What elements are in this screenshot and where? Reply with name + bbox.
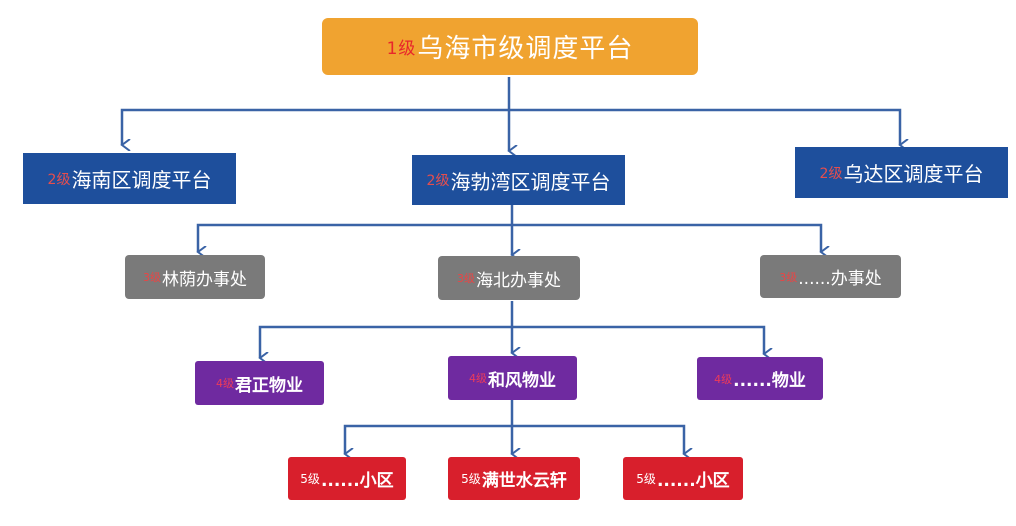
node-label: ......办事处 — [798, 269, 882, 289]
node-label: 满世水云轩 — [481, 471, 567, 491]
node-label: 海勃湾区调度平台 — [450, 169, 611, 194]
node-hainan-district-platform: 2级 海南区调度平台 — [23, 153, 236, 204]
node-label: 乌达区调度平台 — [843, 162, 984, 186]
connector-l3-branch — [260, 325, 764, 358]
node-label: 乌海市级调度平台 — [417, 34, 634, 64]
node-label: 海北办事处 — [476, 270, 561, 291]
level-badge: 3级 — [457, 272, 475, 285]
connector-l2-branch — [198, 223, 821, 252]
level-badge: 5级 — [461, 472, 481, 486]
node-haibei-office: 3级 海北办事处 — [438, 256, 580, 300]
node-linyin-office: 3级 林荫办事处 — [125, 255, 265, 299]
node-hefeng-property: 4级 和风物业 — [448, 356, 577, 400]
node-manshi-shuiyunxuan: 5级 满世水云轩 — [448, 457, 580, 500]
node-label: 君正物业 — [235, 375, 303, 396]
level-badge: 2级 — [426, 173, 450, 189]
level-badge: 5级 — [300, 472, 320, 486]
node-label: ......物业 — [733, 371, 806, 391]
node-community-a: 5级 ......小区 — [288, 457, 406, 500]
connector-l1-branch — [122, 108, 900, 145]
level-badge: 3级 — [779, 270, 798, 284]
node-label: 和风物业 — [488, 370, 556, 391]
level-badge: 4级 — [714, 372, 733, 386]
level-badge: 4级 — [216, 377, 234, 390]
level-badge: 2级 — [47, 171, 71, 188]
level-badge: 5级 — [636, 472, 656, 486]
connector-l4-branch — [345, 424, 684, 454]
node-community-b: 5级 ......小区 — [623, 457, 743, 500]
node-other-office: 3级 ......办事处 — [760, 255, 901, 298]
node-label: 林荫办事处 — [162, 269, 247, 290]
node-label: 海南区调度平台 — [71, 168, 212, 192]
node-haibowan-district-platform: 2级 海勃湾区调度平台 — [412, 155, 625, 205]
node-label: ......小区 — [320, 471, 394, 491]
node-label: ......小区 — [656, 471, 730, 491]
level-badge: 4级 — [469, 372, 487, 385]
level-badge: 1级 — [386, 39, 417, 59]
node-junzheng-property: 4级 君正物业 — [195, 361, 324, 405]
node-wuda-district-platform: 2级 乌达区调度平台 — [795, 147, 1008, 198]
level-badge: 2级 — [819, 165, 843, 182]
level-badge: 3级 — [143, 271, 161, 284]
node-other-property: 4级 ......物业 — [697, 357, 823, 400]
node-wuhai-city-platform: 1级 乌海市级调度平台 — [322, 18, 698, 75]
